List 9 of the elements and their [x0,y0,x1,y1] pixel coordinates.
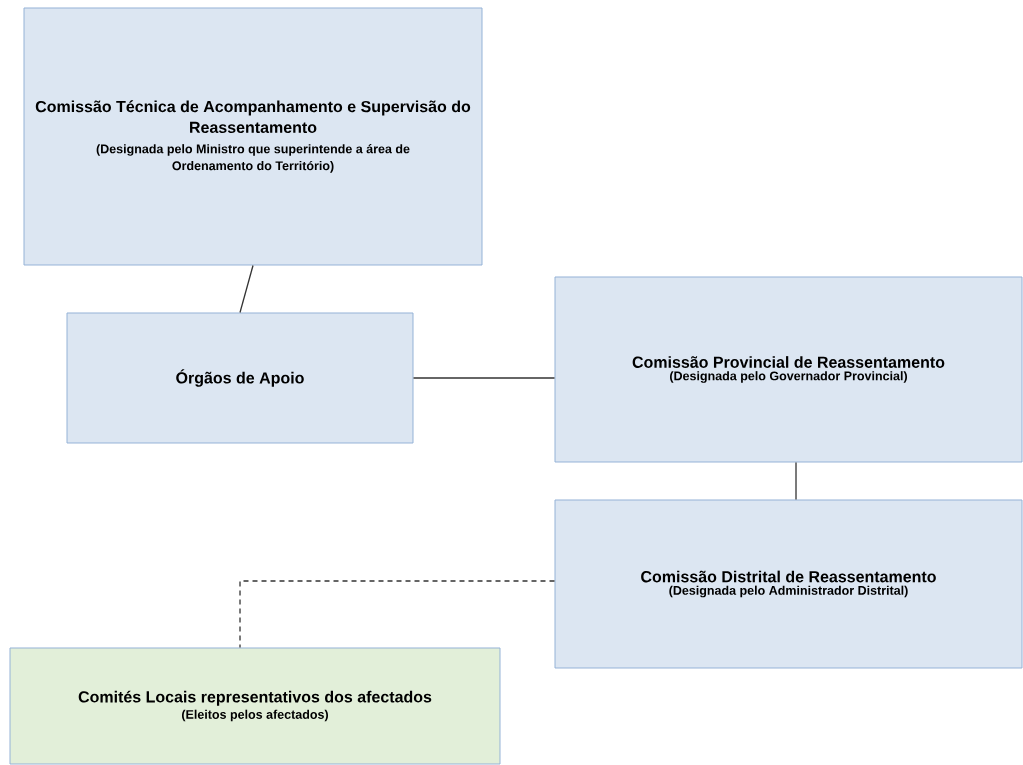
connector-line [412,377,556,379]
org-box: Comissão Técnica de Acompanhamento e Supervisão do Reassentamento (Designada pelo Ministro que superintende a área de Ordenamento do Território) [23,7,483,266]
org-box: Comités Locais representativos dos afectados (Eleitos pelos afectados) [9,647,501,765]
org-box: Órgãos de Apoio [66,312,414,444]
connector-line [239,580,556,649]
org-box: Comissão Distrital de Reassentamento (Designada pelo Administrador Distrital) [554,499,1023,669]
connector-line [239,264,254,314]
org-box: Comissão Provincial de Reassentamento (Designada pelo Governador Provincial) [554,276,1023,463]
connector-line [795,461,797,501]
